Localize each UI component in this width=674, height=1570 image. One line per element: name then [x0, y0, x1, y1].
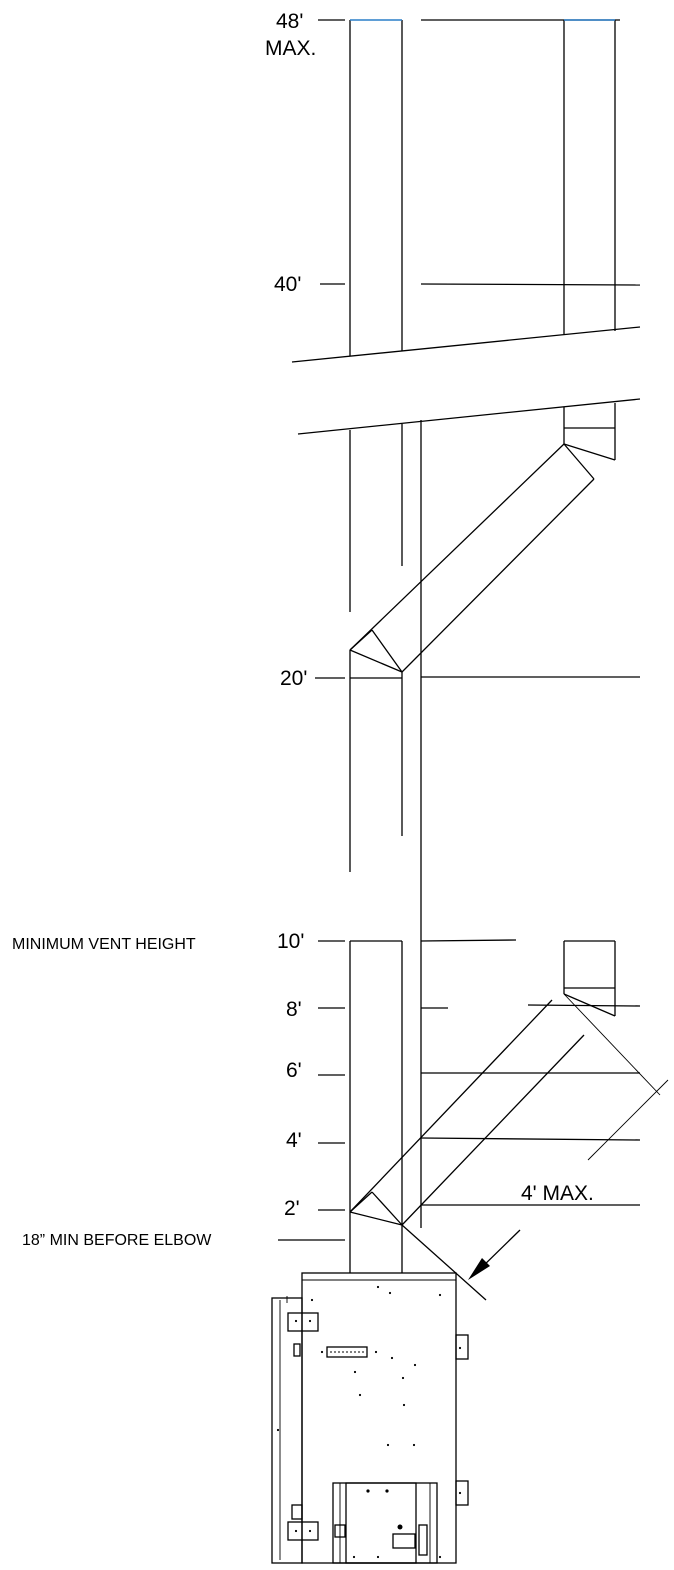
min-before-elbow-note: 18” MIN BEFORE ELBOW: [22, 1232, 212, 1249]
ceiling-line-lower: [297, 398, 641, 435]
bracket-top-left: [287, 1312, 319, 1332]
vent-pipe-center: [420, 19, 641, 1228]
bracket-right-lower: [455, 1480, 469, 1506]
height-scale: 48' MAX. 40' 20' 10' 8' 6' 4' 2': [265, 10, 345, 1220]
vent-pipe-left: [349, 19, 403, 1273]
label-4ft: 4': [286, 1129, 302, 1152]
offset-elbow-upper: [349, 443, 595, 679]
label-2ft: 2': [284, 1197, 300, 1220]
appliance-unit: [271, 1272, 469, 1564]
label-20ft: 20': [280, 667, 307, 690]
bracket-right-upper: [455, 1334, 469, 1360]
label-48ft-max: MAX.: [265, 37, 316, 60]
label-8ft: 8': [286, 998, 302, 1021]
dimension-arrow: [468, 1258, 490, 1280]
appliance-cabinet: [301, 1272, 457, 1564]
four-max-dimension: 4' MAX.: [401, 1182, 594, 1301]
bracket-bottom-left: [287, 1521, 319, 1541]
control-box: [332, 1482, 438, 1564]
cabinet-fasteners: [276, 1285, 462, 1559]
vent-grille: [326, 1346, 368, 1358]
offset-elbow-lower: [349, 940, 669, 1226]
ceiling-line-upper: [291, 326, 641, 363]
roof-lines: [291, 326, 641, 435]
label-6ft: 6': [286, 1059, 302, 1082]
label-48ft: 48': [276, 10, 303, 33]
four-max-label: 4' MAX.: [521, 1182, 594, 1205]
vent-pipe-right: [563, 19, 616, 480]
label-40ft: 40': [274, 273, 301, 296]
control-panel: [392, 1533, 416, 1549]
minimum-vent-height-note: MINIMUM VENT HEIGHT: [12, 936, 196, 953]
side-panel: [271, 1297, 303, 1564]
label-10ft: 10': [277, 930, 304, 953]
